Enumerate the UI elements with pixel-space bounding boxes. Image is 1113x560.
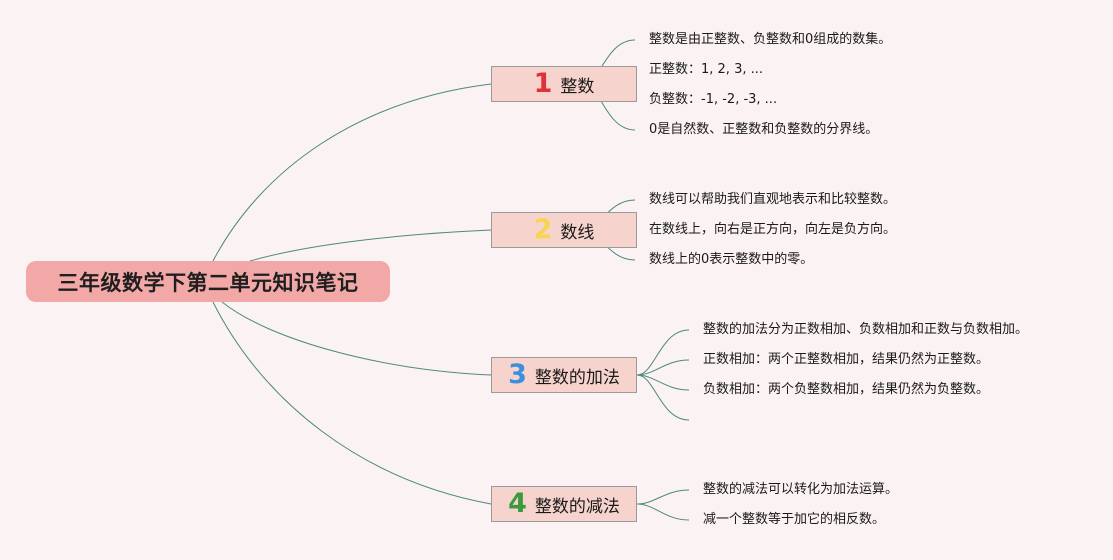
leaf-point[interactable]: 0是自然数、正整数和负整数的分界线。 bbox=[649, 122, 879, 137]
leaf-point[interactable]: 负整数：-1, -2, -3, ... bbox=[649, 92, 778, 107]
leaf-point[interactable]: 减一个整数等于加它的相反数。 bbox=[703, 512, 886, 527]
connector-central-branch-1 bbox=[212, 83, 492, 262]
central-topic-title: 三年级数学下第二单元知识笔记 bbox=[57, 270, 359, 295]
number-badge-2-icon: 2 bbox=[533, 213, 553, 245]
branch-label: 整数的加法 bbox=[534, 367, 620, 388]
number-badge-1-icon: 1 bbox=[533, 67, 553, 99]
leaf-point[interactable]: 整数是由正整数、负整数和0组成的数集。 bbox=[649, 32, 892, 47]
leaf-point[interactable]: 数线上的0表示整数中的零。 bbox=[649, 252, 814, 267]
branch-integer-addition[interactable]: 3 整数的加法 bbox=[491, 357, 637, 393]
branch-integer-subtraction[interactable]: 4 整数的减法 bbox=[491, 486, 637, 522]
number-badge-3-icon: 3 bbox=[508, 358, 527, 390]
connector-central-branch-4 bbox=[212, 301, 492, 505]
leaf-point[interactable]: 在数线上，向右是正方向，向左是负方向。 bbox=[649, 222, 897, 237]
branch-label: 整数 bbox=[560, 76, 595, 97]
branch-label: 整数的减法 bbox=[534, 496, 620, 517]
connector-b3-leaf-4 bbox=[636, 374, 690, 421]
connector-b4-leaf-1 bbox=[636, 489, 690, 505]
connector-b3-leaf-3 bbox=[636, 374, 690, 391]
leaf-point[interactable]: 整数的加法分为正数相加、负数相加和正数与负数相加。 bbox=[703, 322, 1029, 337]
connector-central-branch-2 bbox=[249, 229, 492, 262]
central-topic[interactable]: 三年级数学下第二单元知识笔记 bbox=[26, 261, 390, 302]
leaf-point[interactable]: 正数相加：两个正整数相加，结果仍然为正整数。 bbox=[703, 352, 990, 367]
leaf-point[interactable]: 正整数：1, 2, 3, ... bbox=[649, 62, 764, 77]
number-badge-4-icon: 4 bbox=[508, 487, 527, 519]
leaf-point[interactable]: 负数相加：两个负整数相加，结果仍然为负整数。 bbox=[703, 382, 990, 397]
leaf-point[interactable]: 数线可以帮助我们直观地表示和比较整数。 bbox=[649, 192, 897, 207]
connector-b3-leaf-2 bbox=[636, 359, 690, 376]
branch-label: 数线 bbox=[560, 222, 595, 243]
leaf-point[interactable]: 整数的减法可以转化为加法运算。 bbox=[703, 482, 899, 497]
connector-b3-leaf-1 bbox=[636, 329, 690, 376]
branch-integers[interactable]: 1 整数 bbox=[491, 66, 637, 102]
connector-b4-leaf-2 bbox=[636, 503, 690, 521]
branch-number-line[interactable]: 2 数线 bbox=[491, 212, 637, 248]
connector-central-branch-3 bbox=[221, 301, 492, 376]
